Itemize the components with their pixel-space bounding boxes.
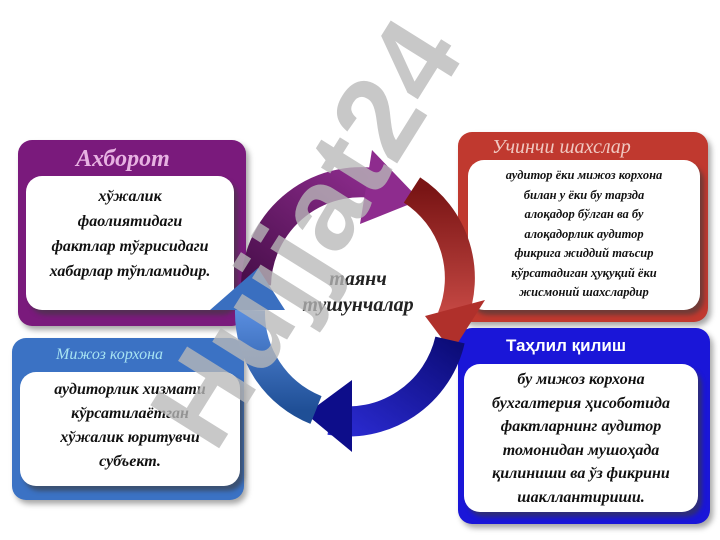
analysis-line: қилиниши ва ўз фикрини xyxy=(492,465,670,482)
analysis-line: бу мижоз корхона xyxy=(517,371,645,388)
analysis-panel-title: Таҳлил қилиш xyxy=(506,336,627,355)
info-panel: Ахборот хўжалик фаолиятидаги фактлар тўғ… xyxy=(18,140,246,326)
third-parties-line: жисмоний шахслардир xyxy=(519,285,649,299)
third-parties-card: аудитор ёки мижоз корхона билан у ёки бу… xyxy=(468,160,700,310)
client-line: кўрсатилаётган xyxy=(71,405,189,422)
analysis-panel: Таҳлил қилиш бу мижоз корхона бухгалтери… xyxy=(458,328,710,524)
third-parties-line: кўрсатадиган ҳуқуқий ёки xyxy=(511,265,657,280)
client-card: аудиторлик хизмати кўрсатилаётган хўжали… xyxy=(20,372,240,486)
client-panel-title: Мижоз корхона xyxy=(56,346,164,363)
third-parties-panel: Учинчи шахслар аудитор ёки мижоз корхона… xyxy=(458,132,708,322)
info-line: фаолиятидаги xyxy=(77,213,183,230)
third-parties-line: аудитор ёки мижоз корхона xyxy=(505,168,663,182)
info-line: фактлар тўғрисидаги xyxy=(51,238,209,255)
client-line: аудиторлик хизмати xyxy=(54,381,206,398)
info-line: хабарлар тўпламидир. xyxy=(49,263,211,280)
arrow-blue-head xyxy=(210,268,285,310)
client-line: хўжалик юритувчи xyxy=(60,429,200,446)
analysis-line: томонидан мушоҳада xyxy=(502,441,660,459)
client-panel: Мижоз корхона аудиторлик хизмати кўрсати… xyxy=(12,338,244,500)
analysis-line: шакллантириши. xyxy=(517,488,645,506)
analysis-card: бу мижоз корхона бухгалтерия ҳисоботида … xyxy=(464,364,698,512)
info-card: хўжалик фаолиятидаги фактлар тўғрисидаги… xyxy=(26,176,234,310)
center-label: таянч тушунчалар xyxy=(288,266,428,318)
center-label-line1: таянч xyxy=(329,268,387,290)
third-parties-line: фикрига жиддий таъсир xyxy=(514,246,654,260)
client-line: субъект. xyxy=(99,453,161,470)
info-line: хўжалик xyxy=(98,188,162,205)
arrow-blue xyxy=(234,309,323,424)
third-parties-panel-title: Учинчи шахслар xyxy=(492,136,631,158)
arrow-red-head xyxy=(425,300,485,352)
arrow-purple-head xyxy=(360,150,420,224)
third-parties-line: билан у ёки бу тарзда xyxy=(523,187,645,202)
arrow-purple xyxy=(241,167,389,286)
third-parties-line: алоқадорлик аудитор xyxy=(524,226,644,241)
arrow-red xyxy=(403,177,475,324)
third-parties-line: алоқадор бўлган ва бу xyxy=(524,207,644,221)
center-label-line2: тушунчалар xyxy=(302,294,414,316)
analysis-line: фактларнинг аудитор xyxy=(500,418,662,435)
arrow-navy-head xyxy=(306,380,352,452)
analysis-line: бухгалтерия ҳисоботида xyxy=(492,394,670,412)
info-panel-title: Ахборот xyxy=(76,146,170,172)
